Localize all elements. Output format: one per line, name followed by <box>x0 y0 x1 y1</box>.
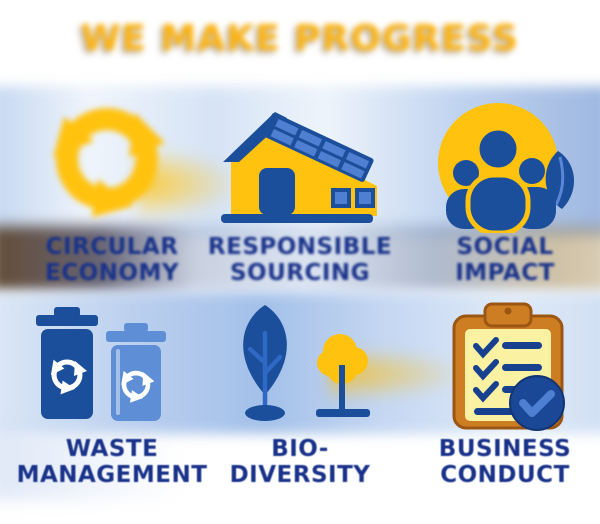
circular-economy-label: CIRCULAR ECONOMY <box>12 234 212 286</box>
bio-diversity-label: BIO- DIVERSITY <box>200 436 400 488</box>
business-conduct-label: BUSINESS CONDUCT <box>405 436 600 488</box>
page-title: WE MAKE PROGRESS <box>80 18 520 59</box>
responsible-sourcing-label: RESPONSIBLE SOURCING <box>200 234 400 286</box>
circular-arrows-icon <box>27 92 197 234</box>
label-line: IMPACT <box>455 260 555 286</box>
label-line: RESPONSIBLE <box>207 234 393 260</box>
label-line: BIO- <box>271 436 329 462</box>
label-line: CONDUCT <box>440 462 570 488</box>
label-line: SOCIAL <box>456 234 554 260</box>
label-line: SOURCING <box>229 260 371 286</box>
label-line: ECONOMY <box>45 260 179 286</box>
label-line: MANAGEMENT <box>16 462 208 488</box>
label-line: CIRCULAR <box>45 234 179 260</box>
solar-house-icon <box>215 92 385 234</box>
social-impact-label: SOCIAL IMPACT <box>405 234 600 286</box>
trees-icon <box>218 296 388 436</box>
checklist-clipboard-icon <box>438 296 578 436</box>
people-leaf-icon <box>430 92 580 234</box>
label-line: DIVERSITY <box>229 462 371 488</box>
label-line: BUSINESS <box>438 436 572 462</box>
label-line: WASTE <box>65 436 159 462</box>
recycling-bins-icon <box>30 296 190 436</box>
waste-management-label: WASTE MANAGEMENT <box>12 436 212 488</box>
